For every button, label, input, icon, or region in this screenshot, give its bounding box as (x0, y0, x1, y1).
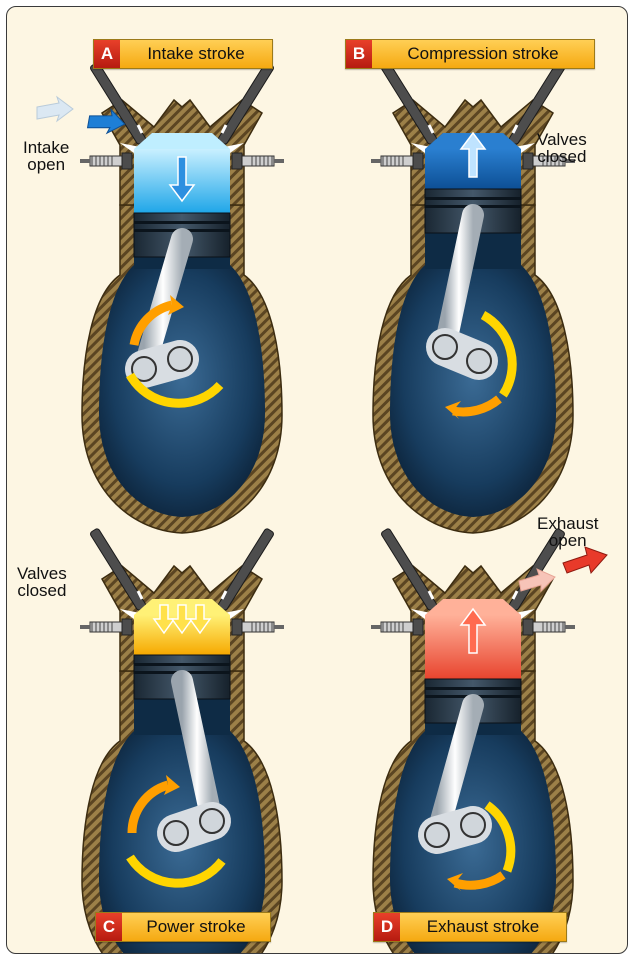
b-valves-closed-label: Valves closed (537, 131, 587, 165)
panel-d-title: D Exhaust stroke (373, 912, 567, 942)
panel-a-letter: A (94, 40, 120, 68)
c-valves-closed-label-line1: Valves (17, 565, 67, 582)
intake-open-label: Intake open (23, 139, 69, 173)
exhaust-open-label: Exhaust open (537, 515, 598, 549)
panel-d-title-text: Exhaust stroke (400, 913, 566, 941)
exhaust-open-label-line1: Exhaust (537, 515, 598, 532)
intake-open-label-line2: open (23, 156, 69, 173)
exhaust-open-label-line2: open (537, 532, 598, 549)
panel-c-title-text: Power stroke (122, 913, 270, 941)
panel-a-title: A Intake stroke (93, 39, 273, 69)
panel-d-letter: D (374, 913, 400, 941)
intake-open-label-line1: Intake (23, 139, 69, 156)
panel-b-letter: B (346, 40, 372, 68)
panel-d-engine (371, 528, 575, 953)
panel-b-title: B Compression stroke (345, 39, 595, 69)
panel-c-letter: C (96, 913, 122, 941)
panel-c-title: C Power stroke (95, 912, 271, 942)
panel-a-title-text: Intake stroke (120, 40, 272, 68)
c-valves-closed-label: Valves closed (17, 565, 67, 599)
c-valves-closed-label-line2: closed (17, 582, 67, 599)
panel-b-title-text: Compression stroke (372, 40, 594, 68)
panel-c-engine (80, 528, 284, 953)
b-valves-closed-label-line1: Valves (537, 131, 587, 148)
engine-diagram (7, 7, 627, 953)
b-valves-closed-label-line2: closed (537, 148, 587, 165)
diagram-frame: A Intake stroke B Compression stroke C P… (6, 6, 628, 954)
panel-a-engine (80, 62, 284, 533)
